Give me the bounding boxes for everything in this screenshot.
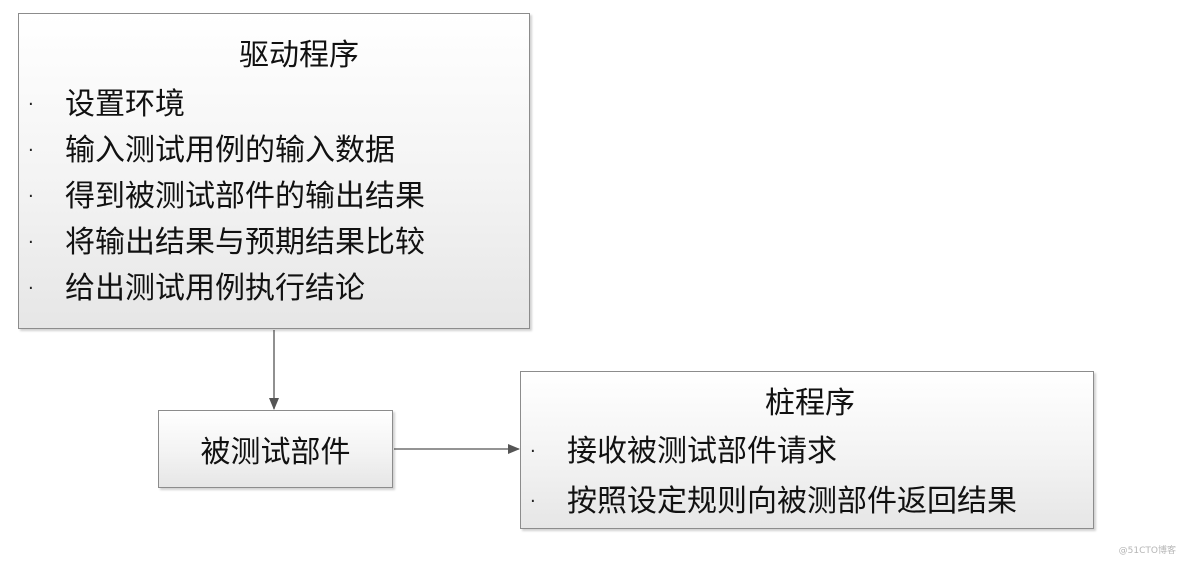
stub-program-title: 桩程序	[765, 386, 855, 421]
driver-list-item-label: 输入测试用例的输入数据	[65, 133, 395, 168]
bullet-dot: ·	[28, 140, 34, 161]
driver-program-title: 驱动程序	[239, 38, 359, 73]
stub-list-item: · 按照设定规则向被测部件返回结果	[521, 477, 1093, 527]
stub-program-list: · 接收被测试部件请求 · 按照设定规则向被测部件返回结果	[521, 427, 1093, 527]
driver-list-item: · 给出测试用例执行结论	[19, 266, 529, 312]
bullet-dot: ·	[28, 186, 34, 207]
driver-list-item: · 输入测试用例的输入数据	[19, 128, 529, 174]
watermark: @51CTO博客	[1118, 546, 1176, 556]
bullet-dot: ·	[530, 441, 536, 462]
driver-list-item-label: 将输出结果与预期结果比较	[65, 225, 425, 260]
stub-list-item: · 接收被测试部件请求	[521, 427, 1093, 477]
unit-under-test-label: 被测试部件	[200, 435, 351, 470]
driver-list-item: · 将输出结果与预期结果比较	[19, 220, 529, 266]
bullet-dot: ·	[28, 278, 34, 299]
driver-list-item-label: 得到被测试部件的输出结果	[65, 179, 425, 214]
stub-list-item-label: 接收被测试部件请求	[567, 434, 837, 469]
driver-list-item: · 设置环境	[19, 82, 529, 128]
driver-list-item-label: 设置环境	[65, 87, 185, 122]
driver-list-item: · 得到被测试部件的输出结果	[19, 174, 529, 220]
driver-program-box: 驱动程序 · 设置环境 · 输入测试用例的输入数据 · 得到被测试部件的输出结果…	[18, 13, 530, 329]
driver-list-item-label: 给出测试用例执行结论	[65, 271, 365, 306]
stub-list-item-label: 按照设定规则向被测部件返回结果	[567, 484, 1017, 519]
bullet-dot: ·	[530, 491, 536, 512]
unit-under-test-box: 被测试部件	[158, 410, 393, 488]
driver-program-list: · 设置环境 · 输入测试用例的输入数据 · 得到被测试部件的输出结果 · 将输…	[19, 82, 529, 312]
bullet-dot: ·	[28, 94, 34, 115]
bullet-dot: ·	[28, 232, 34, 253]
stub-program-box: 桩程序 · 接收被测试部件请求 · 按照设定规则向被测部件返回结果	[520, 371, 1094, 529]
